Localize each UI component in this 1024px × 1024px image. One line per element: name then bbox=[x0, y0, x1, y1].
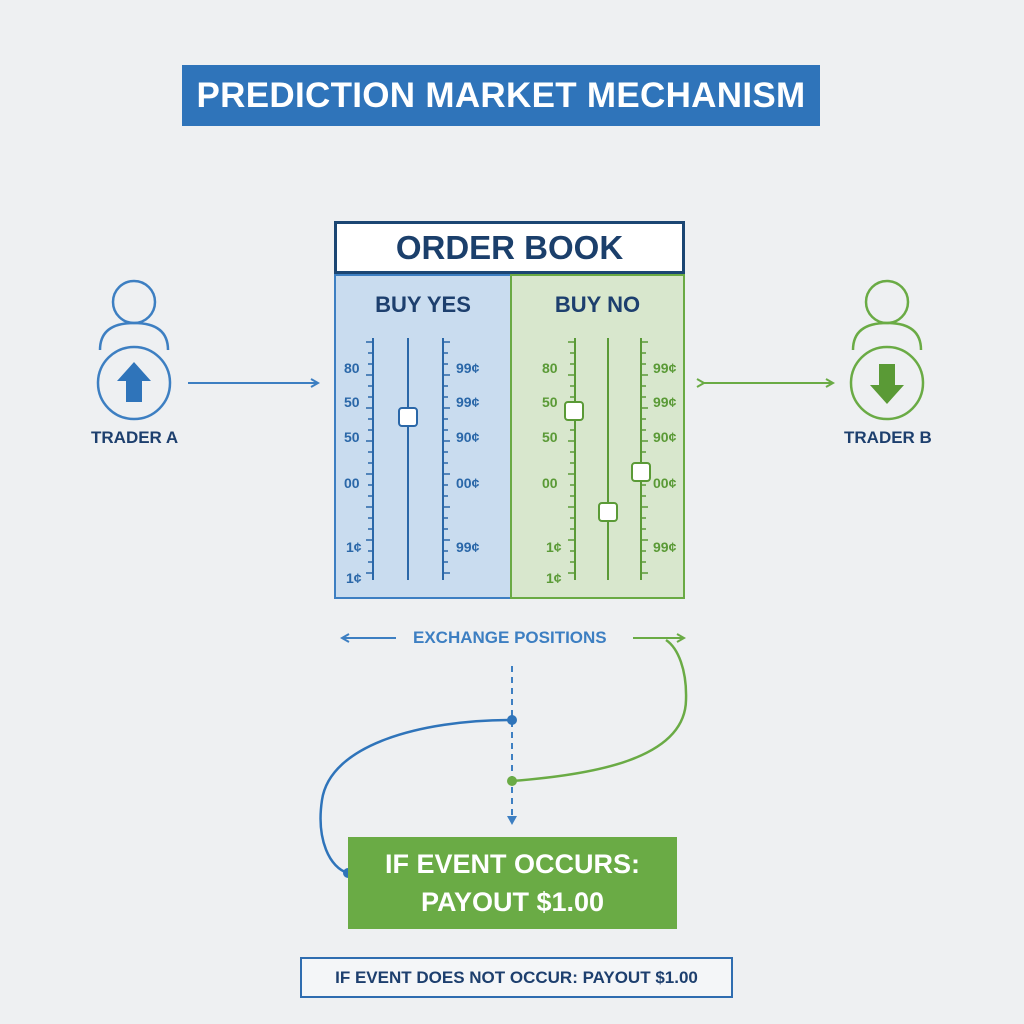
no-right-label: 99¢ bbox=[653, 539, 677, 555]
no-left-label: 1¢ bbox=[546, 570, 562, 586]
buy-yes-label: BUY YES bbox=[375, 292, 471, 317]
yes-left-label: 00 bbox=[344, 475, 360, 491]
no-slider-handle bbox=[631, 462, 651, 482]
blue-flow-curve bbox=[319, 718, 513, 875]
yes-slider-handle bbox=[398, 407, 418, 427]
no-left-label: 50 bbox=[542, 429, 558, 445]
no-slider-handle bbox=[564, 401, 584, 421]
green-node bbox=[507, 776, 517, 786]
buy-yes-column: BUY YES 80 50 50 00 1¢ 1¢ 99¢ 99¢ 90¢ 00… bbox=[334, 274, 512, 599]
green-flow-curve bbox=[511, 638, 688, 783]
title-banner: PREDICTION MARKET MECHANISM bbox=[182, 65, 820, 126]
order-book-header: ORDER BOOK bbox=[334, 221, 685, 274]
payout-line-2: PAYOUT $1.00 bbox=[420, 887, 605, 917]
yes-left-label: 50 bbox=[344, 394, 360, 410]
page-title: PREDICTION MARKET MECHANISM bbox=[196, 75, 806, 115]
no-right-label: 00¢ bbox=[653, 475, 677, 491]
no-left-label: 50 bbox=[542, 394, 558, 410]
payout-box: IF EVENT OCCURS: PAYOUT $1.00 bbox=[348, 837, 677, 929]
buy-no-column: BUY NO 80 50 50 00 1¢ 1¢ 99¢ 99¢ 90¢ 00¢… bbox=[510, 274, 685, 599]
exchange-positions-label: EXCHANGE POSITIONS bbox=[413, 628, 607, 647]
yes-right-label: 90¢ bbox=[456, 429, 480, 445]
yes-left-label: 1¢ bbox=[346, 539, 362, 555]
no-slider-handle bbox=[598, 502, 618, 522]
yes-right-label: 00¢ bbox=[456, 475, 480, 491]
no-right-label: 99¢ bbox=[653, 360, 677, 376]
no-right-label: 90¢ bbox=[653, 429, 677, 445]
yes-right-label: 99¢ bbox=[456, 360, 480, 376]
arrow-down-icon bbox=[870, 364, 904, 404]
yes-scale-ticks bbox=[366, 341, 450, 574]
buy-no-label: BUY NO bbox=[554, 292, 641, 317]
no-left-label: 00 bbox=[542, 475, 558, 491]
trader-a-label: TRADER A bbox=[91, 428, 179, 447]
no-payout-box: IF EVENT DOES NOT OCCUR: PAYOUT $1.00 bbox=[300, 957, 733, 998]
no-scale bbox=[574, 338, 642, 580]
no-right-label: 99¢ bbox=[653, 394, 677, 410]
no-payout-text: IF EVENT DOES NOT OCCUR: PAYOUT $1.00 bbox=[335, 967, 698, 987]
yes-left-label: 1¢ bbox=[346, 570, 362, 586]
payout-line-1: IF EVENT OCCURS: bbox=[384, 849, 640, 879]
yes-right-label: 99¢ bbox=[456, 539, 480, 555]
dashed-connector-arrowhead bbox=[507, 816, 517, 825]
no-left-label: 80 bbox=[542, 360, 558, 376]
yes-scale bbox=[372, 338, 444, 580]
yes-right-label: 99¢ bbox=[456, 394, 480, 410]
blue-node bbox=[507, 715, 517, 725]
no-left-label: 1¢ bbox=[546, 539, 562, 555]
yes-left-label: 50 bbox=[344, 429, 360, 445]
arrow-up-icon bbox=[117, 362, 151, 402]
yes-left-label: 80 bbox=[344, 360, 360, 376]
order-book-title: ORDER BOOK bbox=[395, 228, 624, 266]
trader-b-label: TRADER B bbox=[844, 428, 932, 447]
